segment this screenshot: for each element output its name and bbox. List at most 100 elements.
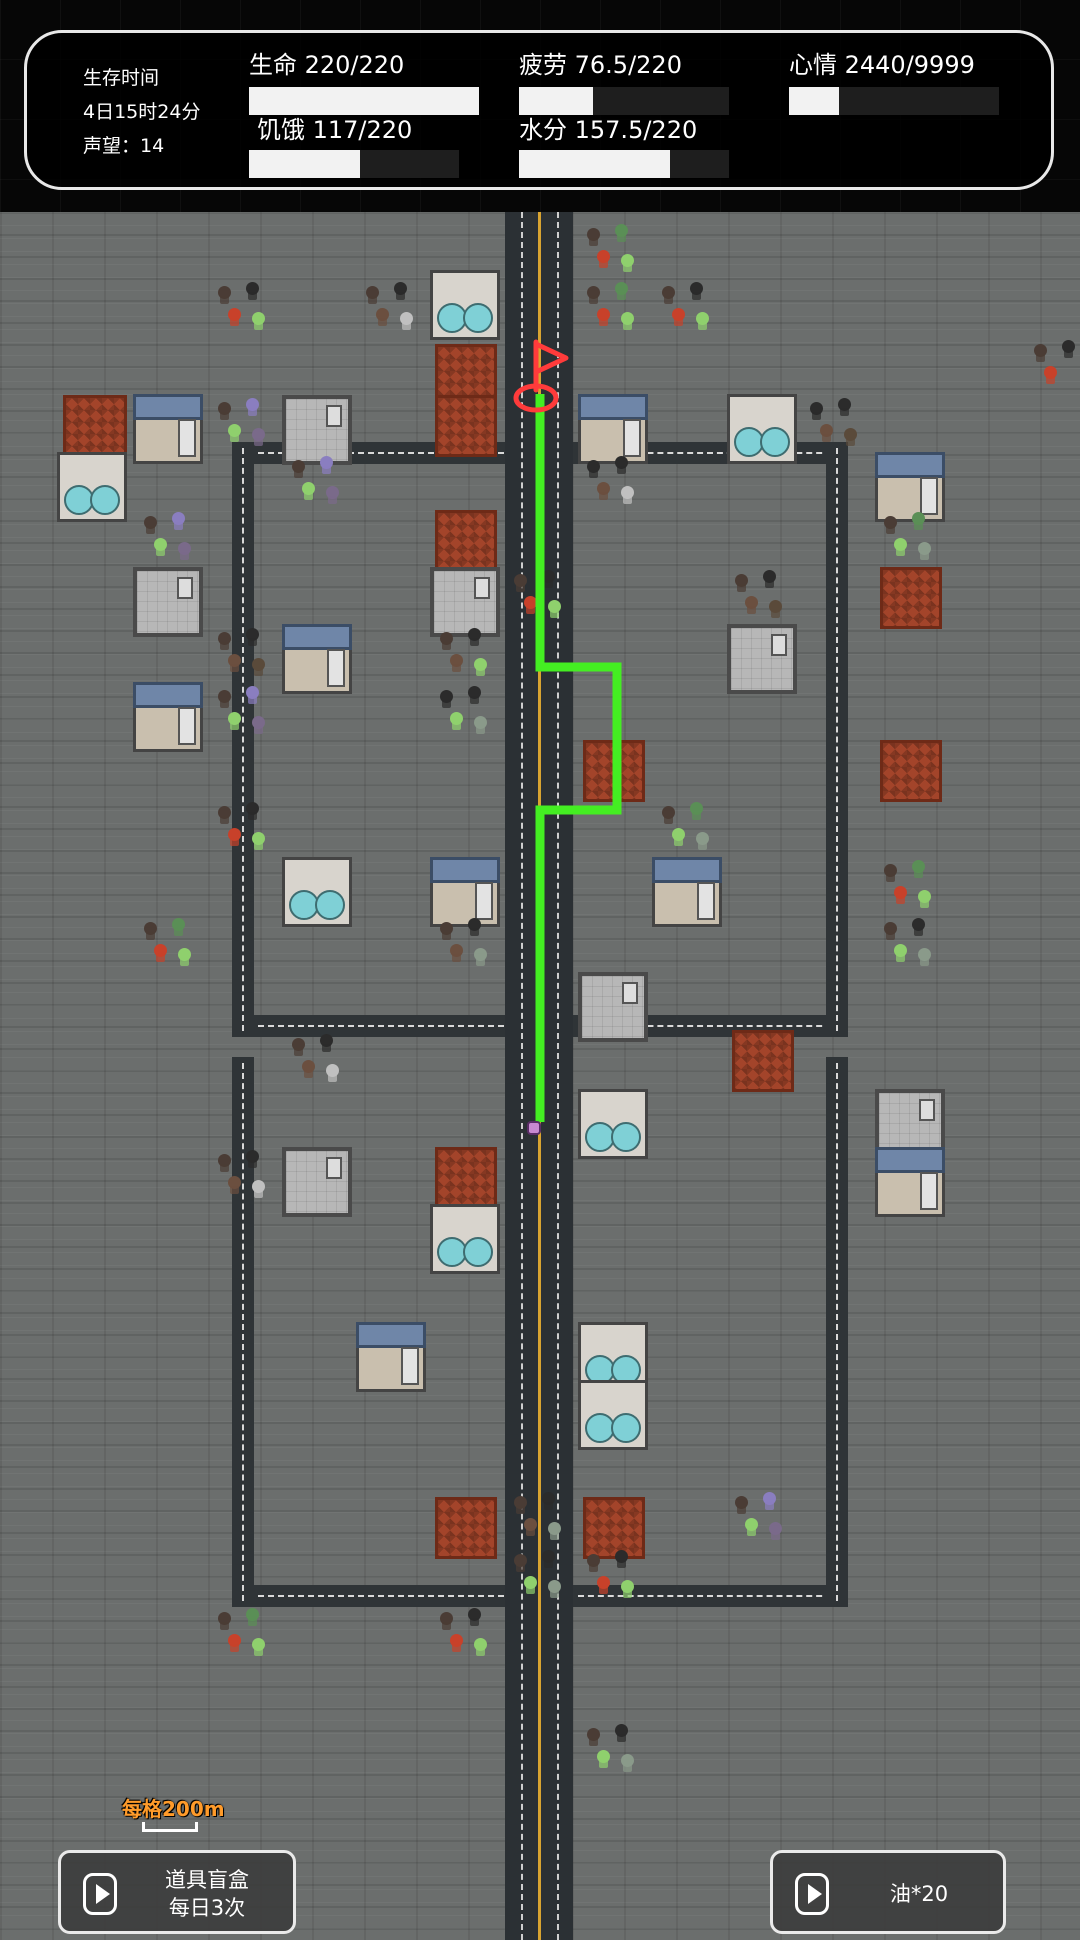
building[interactable] bbox=[282, 624, 352, 694]
zombie-group[interactable] bbox=[438, 628, 494, 688]
map-scale-label: 每格200m bbox=[122, 1797, 225, 1821]
mood-bar bbox=[789, 87, 999, 115]
mood-label: 心情 2440/9999 bbox=[789, 51, 975, 79]
building[interactable] bbox=[578, 394, 648, 464]
zombie-group[interactable] bbox=[733, 1492, 789, 1552]
building[interactable] bbox=[282, 395, 352, 465]
video-play-icon bbox=[795, 1873, 829, 1915]
zombie-group[interactable] bbox=[1032, 340, 1080, 400]
zombie-group[interactable] bbox=[438, 686, 494, 746]
destination-flag-icon bbox=[513, 339, 569, 413]
building[interactable] bbox=[430, 567, 500, 637]
zombie-group[interactable] bbox=[882, 860, 938, 920]
zombie-group[interactable] bbox=[512, 570, 568, 630]
status-panel: 生存时间 4日15时24分 声望：14 生命 220/220 疲劳 76.5/2… bbox=[24, 30, 1054, 190]
building[interactable] bbox=[727, 624, 797, 694]
building[interactable] bbox=[727, 394, 797, 464]
map-scale-bar bbox=[142, 1822, 198, 1832]
hunger-label: 饥饿 117/220 bbox=[257, 116, 413, 144]
zombie-group[interactable] bbox=[290, 456, 346, 516]
building[interactable] bbox=[578, 1380, 648, 1450]
zombie-group[interactable] bbox=[290, 1034, 346, 1094]
road bbox=[572, 1585, 848, 1607]
road bbox=[826, 1057, 848, 1607]
oil-button[interactable]: 油*20 bbox=[770, 1850, 1006, 1934]
building[interactable] bbox=[583, 1497, 645, 1559]
zombie-group[interactable] bbox=[216, 1608, 272, 1668]
zombie-group[interactable] bbox=[882, 918, 938, 978]
building[interactable] bbox=[880, 567, 942, 629]
zombie-group[interactable] bbox=[585, 224, 641, 284]
building[interactable] bbox=[875, 452, 945, 522]
building[interactable] bbox=[282, 857, 352, 927]
zombie-group[interactable] bbox=[438, 918, 494, 978]
zombie-group[interactable] bbox=[364, 282, 420, 342]
hunger-bar bbox=[249, 150, 459, 178]
blind-box-title: 道具盲盒 bbox=[165, 1868, 249, 1892]
health-label: 生命 220/220 bbox=[249, 51, 405, 79]
water-bar bbox=[519, 150, 729, 178]
zombie-group[interactable] bbox=[585, 1550, 641, 1610]
blind-box-button[interactable]: 道具盲盒 每日3次 bbox=[58, 1850, 296, 1934]
road bbox=[826, 442, 848, 1037]
video-play-icon bbox=[83, 1873, 117, 1915]
route-path bbox=[513, 339, 622, 1135]
hud-bar: 生存时间 4日15时24分 声望：14 生命 220/220 疲劳 76.5/2… bbox=[0, 0, 1080, 212]
zombie-group[interactable] bbox=[808, 398, 864, 458]
building[interactable] bbox=[435, 395, 497, 457]
building[interactable] bbox=[578, 972, 648, 1042]
building[interactable] bbox=[435, 1497, 497, 1559]
building[interactable] bbox=[430, 270, 500, 340]
player-marker bbox=[527, 1121, 541, 1135]
building[interactable] bbox=[435, 1147, 497, 1209]
road bbox=[232, 1585, 510, 1607]
road bbox=[232, 1015, 510, 1037]
building[interactable] bbox=[578, 1089, 648, 1159]
zombie-group[interactable] bbox=[216, 628, 272, 688]
building[interactable] bbox=[57, 452, 127, 522]
building[interactable] bbox=[133, 682, 203, 752]
zombie-group[interactable] bbox=[585, 1724, 641, 1784]
zombie-group[interactable] bbox=[142, 918, 198, 978]
zombie-group[interactable] bbox=[660, 802, 716, 862]
building[interactable] bbox=[880, 740, 942, 802]
building[interactable] bbox=[435, 344, 497, 406]
world-map[interactable]: 每格200m 道具盲盒 每日3次 油*20 bbox=[0, 212, 1080, 1940]
zombie-group[interactable] bbox=[512, 1550, 568, 1610]
zombie-group[interactable] bbox=[216, 398, 272, 458]
building[interactable] bbox=[652, 857, 722, 927]
fatigue-bar bbox=[519, 87, 729, 115]
building[interactable] bbox=[875, 1147, 945, 1217]
zombie-group[interactable] bbox=[882, 512, 938, 572]
building[interactable] bbox=[356, 1322, 426, 1392]
zombie-group[interactable] bbox=[216, 282, 272, 342]
building[interactable] bbox=[430, 857, 500, 927]
building[interactable] bbox=[282, 1147, 352, 1217]
zombie-group[interactable] bbox=[216, 802, 272, 862]
building[interactable] bbox=[732, 1030, 794, 1092]
building[interactable] bbox=[875, 1089, 945, 1159]
zombie-group[interactable] bbox=[733, 570, 789, 630]
reputation-value: 声望：14 bbox=[83, 135, 165, 157]
zombie-group[interactable] bbox=[512, 1492, 568, 1552]
road bbox=[232, 442, 254, 1037]
zombie-group[interactable] bbox=[585, 282, 641, 342]
building[interactable] bbox=[435, 510, 497, 572]
zombie-group[interactable] bbox=[438, 1608, 494, 1668]
oil-label: 油*20 bbox=[889, 1882, 949, 1906]
zombie-group[interactable] bbox=[216, 1150, 272, 1210]
zombie-group[interactable] bbox=[142, 512, 198, 572]
survival-time-value: 4日15时24分 bbox=[83, 101, 201, 123]
building[interactable] bbox=[430, 1204, 500, 1274]
route-line bbox=[535, 394, 622, 1122]
building[interactable] bbox=[133, 394, 203, 464]
building[interactable] bbox=[133, 567, 203, 637]
survival-time-label: 生存时间 bbox=[83, 67, 160, 89]
zombie-group[interactable] bbox=[585, 456, 641, 516]
zombie-group[interactable] bbox=[216, 686, 272, 746]
water-label: 水分 157.5/220 bbox=[519, 116, 698, 144]
health-bar bbox=[249, 87, 479, 115]
road bbox=[232, 1057, 254, 1607]
fatigue-label: 疲劳 76.5/220 bbox=[519, 51, 682, 79]
zombie-group[interactable] bbox=[660, 282, 716, 342]
